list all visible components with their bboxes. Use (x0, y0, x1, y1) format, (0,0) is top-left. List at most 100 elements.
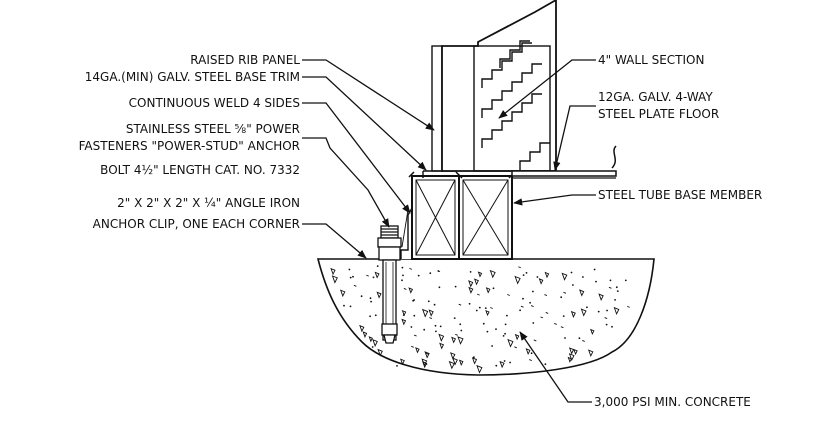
concrete-speck (533, 339, 537, 342)
concrete-speck (582, 276, 584, 278)
concrete-speck (453, 317, 456, 319)
stair-stroke (499, 40, 530, 68)
concrete-speck (490, 307, 493, 309)
concrete-speck (473, 278, 479, 286)
concrete-speck (371, 346, 374, 348)
concrete-speck (608, 286, 612, 289)
concrete-speck (567, 356, 572, 363)
stair-stroke (481, 63, 542, 118)
concrete-speck (372, 276, 375, 279)
concrete-speck (410, 326, 413, 328)
concrete-speck (401, 279, 403, 282)
concrete-speck (468, 280, 474, 288)
concrete-speckles (330, 265, 630, 374)
concrete-speck (421, 308, 429, 318)
concrete-speck (374, 271, 380, 279)
concrete-speck (457, 336, 464, 345)
concrete-speck (401, 266, 404, 269)
concrete-speck (593, 268, 596, 271)
concrete-speck (477, 271, 483, 278)
concrete-speck (519, 309, 521, 312)
concrete-speck (377, 348, 383, 357)
concrete-speck (425, 352, 429, 355)
concrete-speck (348, 268, 351, 271)
concrete-speck (489, 269, 496, 279)
concrete-speck (343, 304, 345, 307)
concrete-speck (452, 357, 458, 366)
concrete-speck (502, 335, 505, 337)
concrete-speck (507, 338, 514, 348)
concrete-speck (468, 302, 471, 305)
concrete-speck (522, 274, 525, 276)
steel-tube-base (411, 175, 513, 260)
concrete-speck (514, 346, 517, 349)
label-continuous-weld: CONTINUOUS WELD 4 SIDES (129, 96, 300, 110)
concrete-speck (506, 314, 508, 317)
concrete-speck (434, 324, 437, 327)
concrete-speck (475, 309, 478, 312)
concrete-speck (540, 316, 544, 319)
concrete-speck (408, 287, 414, 294)
concrete-speck (409, 267, 413, 270)
concrete-speck (613, 306, 620, 316)
concrete-speck (578, 337, 581, 340)
concrete-speck (529, 359, 532, 361)
label-raised-rib-panel: RAISED RIB PANEL (190, 53, 300, 67)
leader-lines (302, 59, 596, 403)
label-wall-section: 4" WALL SECTION (598, 53, 704, 67)
concrete-speck (484, 307, 487, 309)
concrete-speck (499, 360, 505, 369)
concrete-speck (485, 287, 491, 294)
concrete-speck (476, 364, 483, 374)
concrete-speck (529, 301, 531, 304)
concrete-speck (561, 272, 568, 281)
concrete-speck (413, 314, 416, 317)
concrete-speck (402, 274, 404, 277)
concrete-speck (438, 286, 441, 289)
label-floor-1: 12GA. GALV. 4-WAY (598, 90, 713, 104)
concrete-speck (579, 289, 585, 297)
concrete-speck (616, 290, 619, 292)
concrete-speck (403, 288, 407, 290)
concrete-speck (368, 336, 373, 343)
concrete-speck (485, 309, 490, 317)
concrete-speck (495, 364, 498, 367)
concrete-speck (369, 297, 372, 300)
concrete-speck (491, 345, 493, 347)
concrete-speck (451, 336, 457, 344)
concrete-speck (586, 306, 588, 309)
concrete-speck (525, 272, 528, 274)
concrete-speck (568, 347, 575, 355)
concrete-speck (598, 293, 604, 301)
label-floor-2: STEEL PLATE FLOOR (598, 107, 719, 121)
concrete-speck (439, 342, 445, 350)
label-fasteners-3: BOLT 4½" LENGTH CAT. NO. 7332 (100, 163, 300, 177)
concrete-speck (520, 305, 524, 308)
concrete-speck (568, 353, 575, 362)
concrete-speck (614, 299, 616, 301)
concrete-speck (424, 351, 430, 359)
concrete-speck (417, 274, 420, 277)
concrete-speck (530, 352, 533, 355)
concrete-speck (563, 291, 567, 294)
anchor-bolt (377, 225, 402, 344)
concrete-speck (468, 286, 474, 294)
concrete-speck (580, 308, 587, 317)
concrete-speck (473, 356, 475, 359)
concrete-speck (486, 330, 489, 333)
concrete-speck (595, 280, 597, 283)
concrete-speck (450, 352, 456, 360)
wall-insulation-pattern (481, 40, 550, 170)
concrete-speck (504, 332, 506, 335)
concrete-speck (349, 305, 352, 308)
concrete-speck (572, 284, 574, 286)
steel-plate-floor (511, 145, 617, 179)
label-fasteners-1: STAINLESS STEEL ⅝" POWER (126, 122, 300, 136)
concrete-speck (366, 274, 369, 277)
concrete-speck (532, 322, 535, 324)
concrete-speck (424, 363, 428, 365)
concrete-speck (376, 265, 379, 267)
concrete-speck (433, 303, 436, 306)
concrete-speck (476, 293, 480, 296)
